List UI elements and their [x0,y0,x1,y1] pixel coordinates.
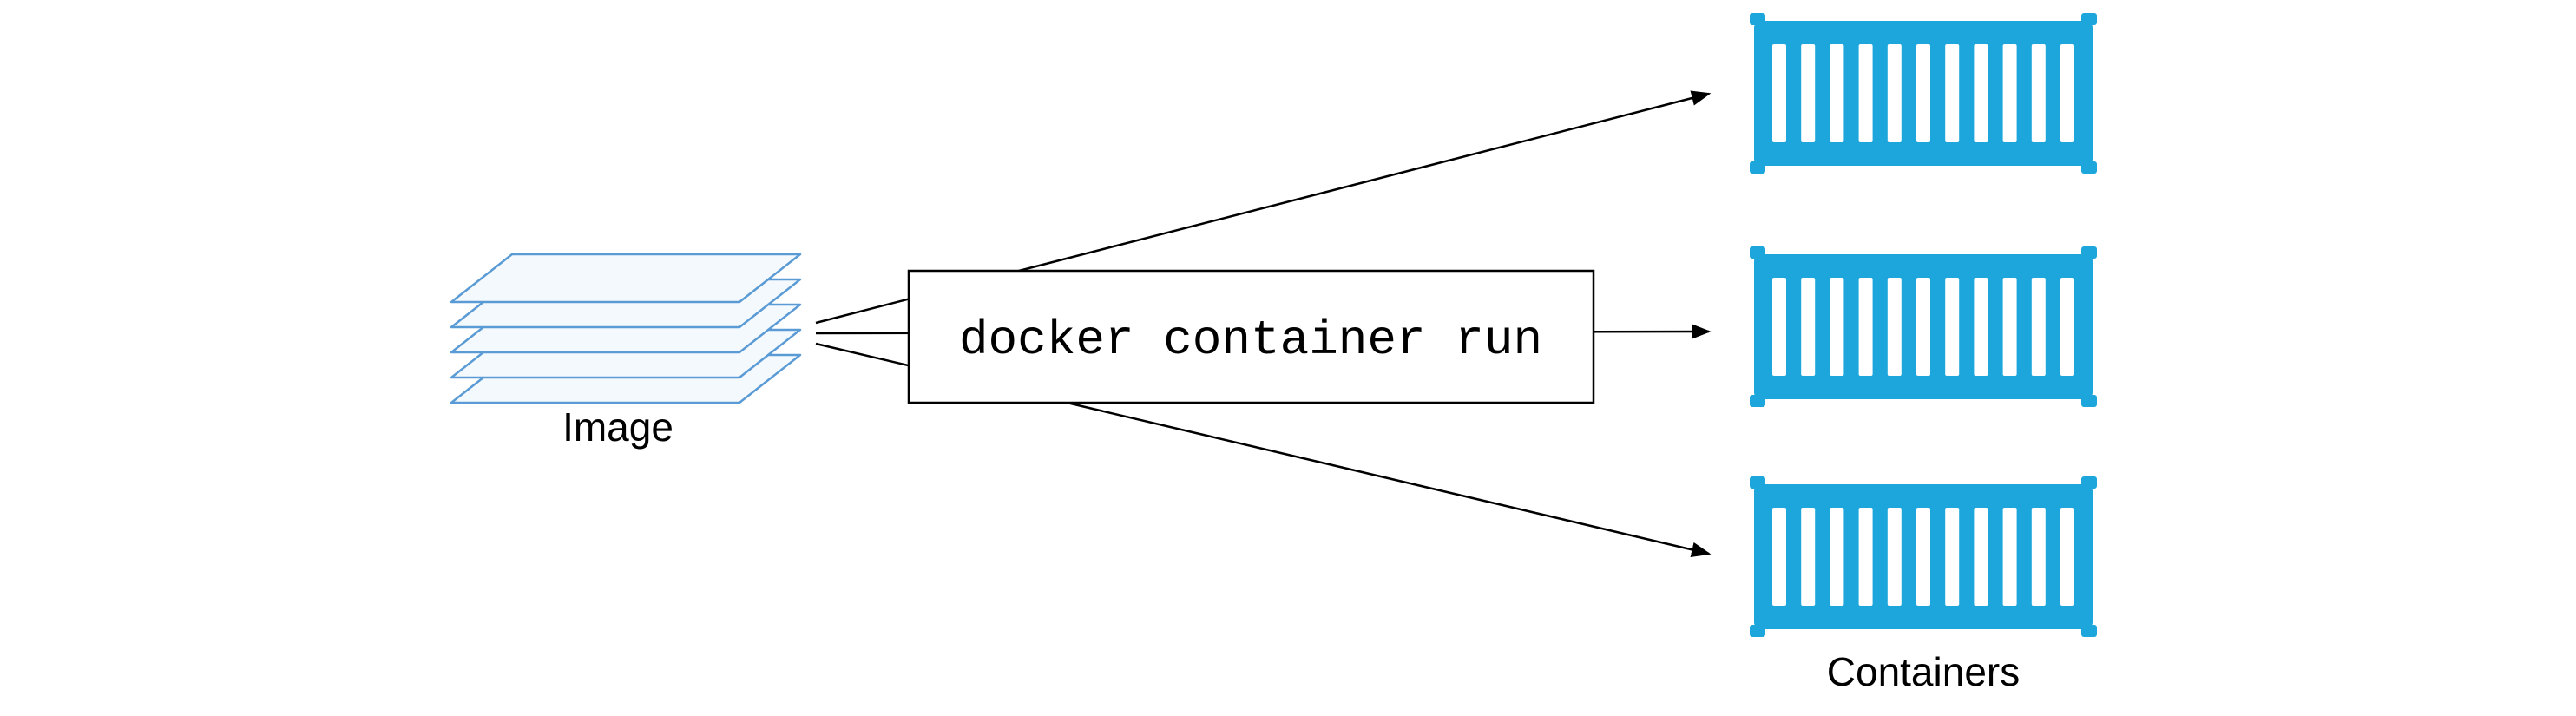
containers-label: Containers [1827,649,2020,694]
command-box: docker container run [907,269,1595,404]
command-box-border [907,269,1595,404]
containers-group [1750,13,2097,637]
container-icon-middle [1750,246,2097,407]
container-icon-top [1750,13,2097,174]
container-icon-bottom [1750,476,2097,637]
image-layers-icon [450,253,802,404]
layer-sheet [450,253,802,304]
command-box-label: docker container run [959,312,1542,368]
image-label: Image [562,404,674,450]
